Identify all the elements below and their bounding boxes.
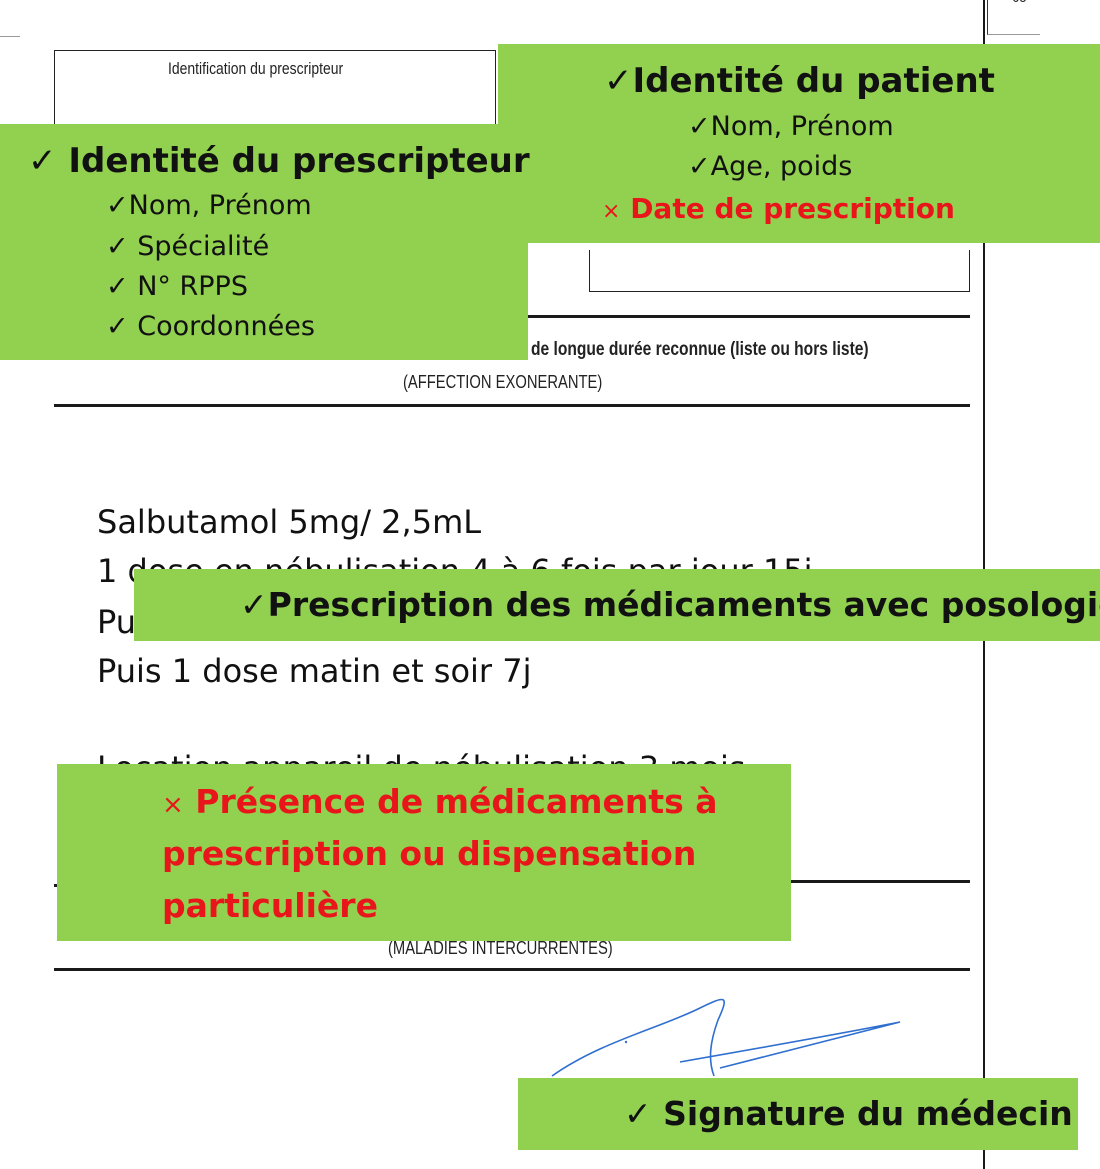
form-rule-1 [528, 315, 970, 318]
check-icon: ✓ [28, 141, 57, 181]
special-line-2: prescription ou dispensation [162, 834, 697, 873]
medications-callout: ✓Prescription des médicaments avec posol… [134, 569, 1100, 641]
maladies-label: (MALADIES INTERCURRENTES) [388, 938, 613, 958]
cross-icon: × [162, 790, 184, 820]
form-rule-4 [54, 968, 970, 971]
signature-callout-label: Signature du médecin [663, 1094, 1073, 1133]
signature-callout: ✓ Signature du médecin [518, 1078, 1078, 1150]
check-icon: ✓ [688, 151, 711, 182]
doctor-signature-mark [551, 998, 901, 1077]
medications-callout-label: Prescription des médicaments avec posolo… [267, 585, 1100, 624]
prescriber-item-contact: Coordonnées [137, 311, 315, 342]
check-icon: ✓ [106, 311, 129, 342]
check-icon: ✓ [106, 190, 129, 221]
patient-item-name: Nom, Prénom [710, 111, 894, 142]
patient-id-box-bottom [589, 250, 970, 292]
form-rule-2 [54, 404, 970, 407]
patient-identity-callout: ✓Identité du patient ✓Nom, Prénom ✓Age, … [498, 44, 1100, 243]
rx-line-4: Puis 1 dose matin et soir 7j [97, 652, 532, 690]
prescriber-item-rpps: N° RPPS [137, 271, 248, 302]
ald-line: de longue durée reconnue (liste ou hors … [531, 339, 869, 360]
patient-item-age: Age, poids [710, 151, 853, 182]
check-icon: ✓ [688, 111, 711, 142]
prescriber-box-label: Identification du prescripteur [168, 59, 344, 78]
affection-label: (AFFECTION EXONERANTE) [403, 372, 603, 392]
check-icon: ✓ [240, 585, 268, 624]
patient-missing-date: Date de prescription [630, 192, 955, 225]
form-rule-3-left [54, 884, 58, 887]
cross-icon: × [602, 199, 621, 224]
special-line-1: Présence de médicaments à [195, 782, 718, 821]
special-line-3: particulière [162, 886, 378, 925]
prescriber-callout-title: Identité du prescripteur [68, 141, 530, 181]
rx-line-3: Pu [97, 603, 137, 641]
prescriber-identity-callout: ✓ Identité du prescripteur ✓Nom, Prénom … [0, 124, 530, 360]
prescriber-item-name: Nom, Prénom [128, 190, 312, 221]
patient-callout-title: Identité du patient [632, 61, 995, 101]
page-number: 68 [1012, 0, 1027, 6]
check-icon: ✓ [106, 231, 129, 262]
check-icon: ✓ [106, 271, 129, 302]
page-number-box [987, 0, 1040, 35]
check-icon: ✓ [604, 61, 633, 101]
special-medications-callout: × Présence de médicaments à prescription… [57, 764, 791, 941]
form-rule-3 [790, 880, 970, 883]
check-icon: ✓ [624, 1094, 652, 1133]
rx-line-1: Salbutamol 5mg/ 2,5mL [97, 503, 482, 541]
prescriber-item-specialty: Spécialité [137, 231, 270, 262]
top-left-line [0, 36, 20, 37]
